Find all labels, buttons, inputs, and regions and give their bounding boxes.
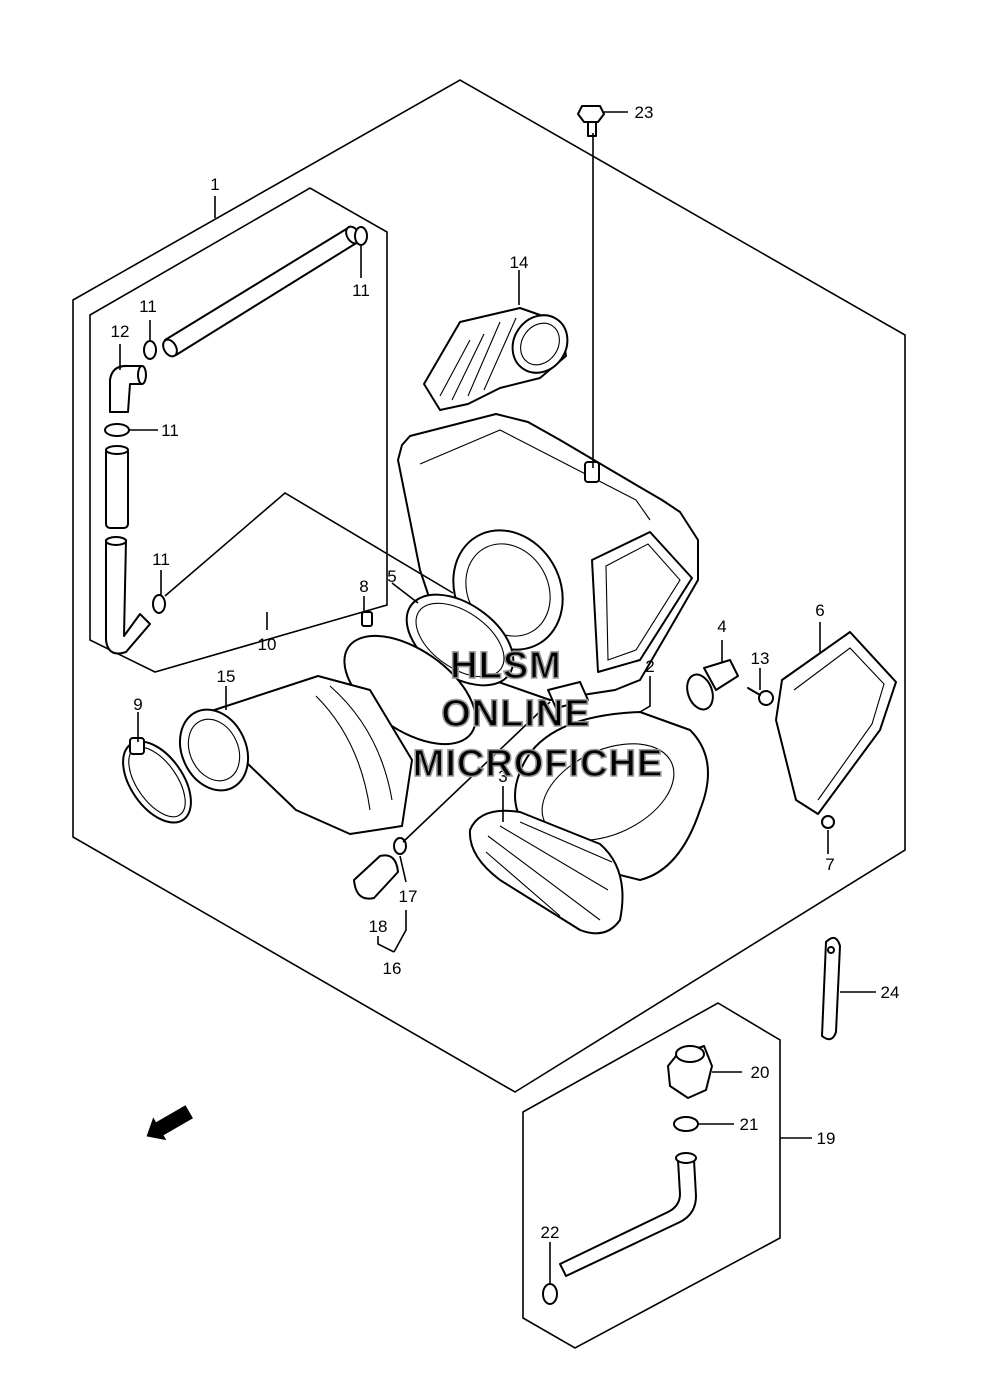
breather-hose-upper: [162, 225, 361, 358]
element-frame-3: [468, 809, 624, 935]
screw-23: [577, 105, 605, 137]
gasket-ring-5: [343, 593, 515, 746]
callout-8: 8: [359, 577, 368, 596]
callout-9: 9: [133, 695, 142, 714]
callout-11: 11: [139, 297, 157, 316]
fwd-arrow-icon: FWD: [146, 1105, 193, 1141]
callout-13: 13: [751, 649, 770, 668]
hose-clip-11: [104, 226, 368, 614]
callout-19: 19: [817, 1129, 836, 1148]
inlet-duct-14: [423, 307, 569, 411]
callout-11: 11: [352, 281, 370, 300]
fwd-label: FWD: [161, 1112, 186, 1133]
callout-11: 11: [152, 550, 170, 569]
drain-hose-19: [559, 1152, 697, 1277]
leader-lines: [119, 111, 876, 1284]
callout-3: 3: [498, 767, 507, 786]
callout-18: 18: [369, 917, 388, 936]
callout-5: 5: [387, 567, 396, 586]
rubber-mount-4: [686, 659, 739, 711]
subassembly-10-frame: [89, 187, 388, 673]
callout-17: 17: [399, 887, 418, 906]
callout-10: 10: [258, 635, 277, 654]
breather-hose-middle: [105, 445, 129, 529]
callout-21: 21: [740, 1115, 759, 1134]
watermark-line-2: ONLINE: [441, 693, 591, 735]
elbow-joint-12: [109, 364, 147, 413]
callout-1: 1: [210, 175, 219, 194]
callout-24: 24: [881, 983, 900, 1002]
clamp-8: [361, 611, 373, 627]
callout-7: 7: [825, 855, 834, 874]
screw-13: [747, 687, 774, 706]
intake-duct-15: [178, 675, 413, 835]
callout-20: 20: [751, 1063, 770, 1082]
callout-2: 2: [645, 657, 654, 676]
cover-6: [775, 631, 897, 815]
clamp-9: [122, 737, 192, 824]
breather-hose-lower: [105, 536, 151, 655]
callout-labels: 1 11 11 12 11 11 10 14 23 2 4 13 6 7 8 5…: [111, 103, 900, 1242]
plug-18: [353, 854, 399, 900]
callout-22: 22: [541, 1223, 560, 1242]
callout-15: 15: [217, 667, 236, 686]
callout-12: 12: [111, 322, 130, 341]
callout-23: 23: [635, 103, 654, 122]
screw-7: [821, 815, 835, 829]
subassembly-19-frame: [522, 1002, 781, 1349]
callout-14: 14: [510, 253, 529, 272]
watermark-line-1: HLSM: [450, 645, 562, 687]
clamp-22: [542, 1283, 558, 1305]
bracket-24: [821, 936, 841, 1041]
watermark-line-3: MICROFICHE: [413, 743, 664, 785]
callout-4: 4: [717, 617, 726, 636]
assembly-frame: [72, 79, 906, 1093]
watermark: HLSM ONLINE MICROFICHE: [412, 644, 664, 786]
callout-6: 6: [815, 601, 824, 620]
callout-16: 16: [383, 959, 402, 978]
cap-20: [667, 1045, 713, 1099]
clip-21: [673, 1116, 699, 1132]
callout-11: 11: [161, 421, 179, 440]
